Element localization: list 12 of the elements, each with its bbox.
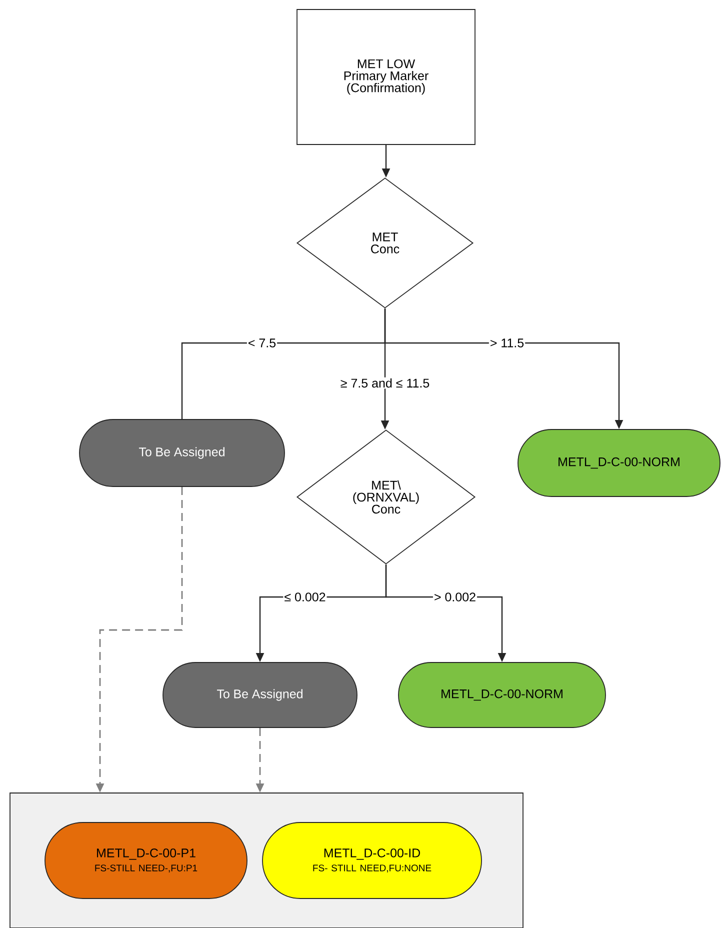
terminal-pill: METL_D-C-00-ID FS- STILL NEED,FU:NONE <box>262 822 482 899</box>
edge-label: > 11.5 <box>488 338 526 348</box>
edge-label: < 7.5 <box>246 338 278 348</box>
terminal-pill: METL_D-C-00-NORM <box>398 662 606 728</box>
edge-label: ≤ 0.002 <box>283 592 327 602</box>
terminal-pill: METL_D-C-00-NORM <box>518 429 720 497</box>
terminal-pill: To Be Assigned <box>162 662 358 728</box>
terminal-pill: To Be Assigned <box>79 419 285 487</box>
edge-label: > 0.002 <box>432 592 478 602</box>
terminal-pill: METL_D-C-00-P1 FS-STILL NEED-,FU:P1 <box>44 822 248 899</box>
process-box: MET LOW Primary Marker (Confirmation) <box>296 9 476 145</box>
edge-label: ≥ 7.5 and ≤ 11.5 <box>339 377 431 389</box>
